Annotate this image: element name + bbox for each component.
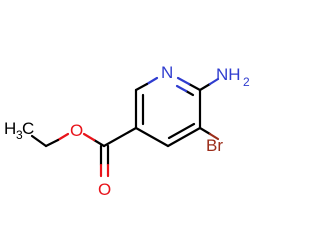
methyl-h-label: H xyxy=(4,119,16,138)
bond-c-oester xyxy=(92,138,106,148)
atom-labels: N NH 2 Br O O H 3 C xyxy=(4,63,250,199)
amine-label: NH xyxy=(216,65,241,84)
bond-c2-n1-n xyxy=(176,76,191,86)
bond-c5-c4 xyxy=(134,126,170,148)
bond-n1-c6-c xyxy=(134,82,149,92)
bond-c2-n1 xyxy=(187,82,202,92)
ester-oxygen-label: O xyxy=(70,121,83,140)
bromine-label: Br xyxy=(206,136,223,155)
bond-c-oester-o xyxy=(82,132,96,142)
carbonyl-oxygen-label: O xyxy=(98,180,111,199)
bond-n1-c6 xyxy=(145,76,159,86)
structure-diagram: N NH 2 Br O O H 3 C xyxy=(4,63,250,199)
bond-oester-ch2 xyxy=(44,138,60,148)
bond-c2-nh2-n xyxy=(208,77,220,86)
bond-c4-c3-inner xyxy=(167,122,196,140)
methyl-c-label: C xyxy=(22,119,34,138)
methyl-subscript: 3 xyxy=(16,128,23,142)
bond-c3-br-br xyxy=(208,132,220,141)
bond-oester-ch2-o xyxy=(56,132,70,142)
bond-c2-n1-inner xyxy=(184,89,195,97)
bond-c5-carbonyl xyxy=(102,126,138,148)
pyridine-ring xyxy=(134,76,202,148)
bond-ch2-ch3 xyxy=(30,134,48,148)
ring-nitrogen-label: N xyxy=(161,63,173,82)
bond-c3-br xyxy=(198,126,212,136)
bond-c2-nh2 xyxy=(198,82,212,92)
molecule-svg: N NH 2 Br O O H 3 C xyxy=(4,63,250,199)
amine-subscript: 2 xyxy=(243,75,250,89)
substituent-bonds xyxy=(30,77,220,178)
bond-c2-n1-inner-n xyxy=(175,84,188,93)
bond-c4-c3 xyxy=(166,126,202,148)
